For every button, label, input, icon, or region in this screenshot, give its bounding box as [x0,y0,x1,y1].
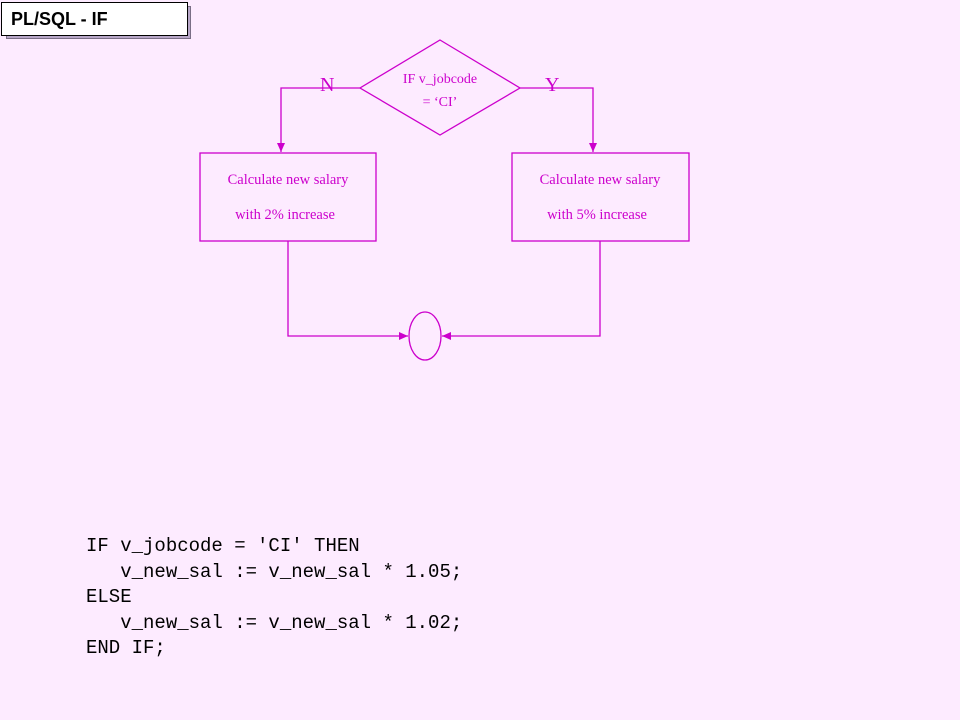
merge-node [408,311,442,361]
process-box-no [199,152,377,242]
slide-title: PL/SQL - IF [1,2,188,36]
decision-text-line1: IF v_jobcode [403,72,477,87]
connector-no-to-merge [287,241,408,340]
decision-diamond [358,39,522,136]
code-line: v_new_sal := v_new_sal * 1.05; [86,560,463,583]
process-box-yes [511,152,690,242]
process-box-no-line1: Calculate new salary [228,172,350,188]
process-box-no-line2: with 2% increase [235,207,335,223]
code-line: IF v_jobcode = 'CI' THEN [86,535,360,557]
decision-text-line2: = ‘CI’ [423,95,458,110]
code-line: ELSE [86,586,132,608]
connector-no-branch [277,87,360,152]
process-box-yes-line2: with 5% increase [547,207,647,223]
code-line: v_new_sal := v_new_sal * 1.02; [86,611,463,634]
connector-yes-branch [520,87,597,152]
slide-title-text: PL/SQL - IF [11,8,108,29]
code-line: END IF; [86,637,166,659]
connector-yes-to-merge [442,241,601,340]
branch-no-label: N [320,74,334,96]
branch-yes-label: Y [545,74,559,96]
code-block: IF v_jobcode = 'CI' THEN v_new_sal := v_… [86,534,462,662]
process-box-yes-line1: Calculate new salary [540,172,662,188]
